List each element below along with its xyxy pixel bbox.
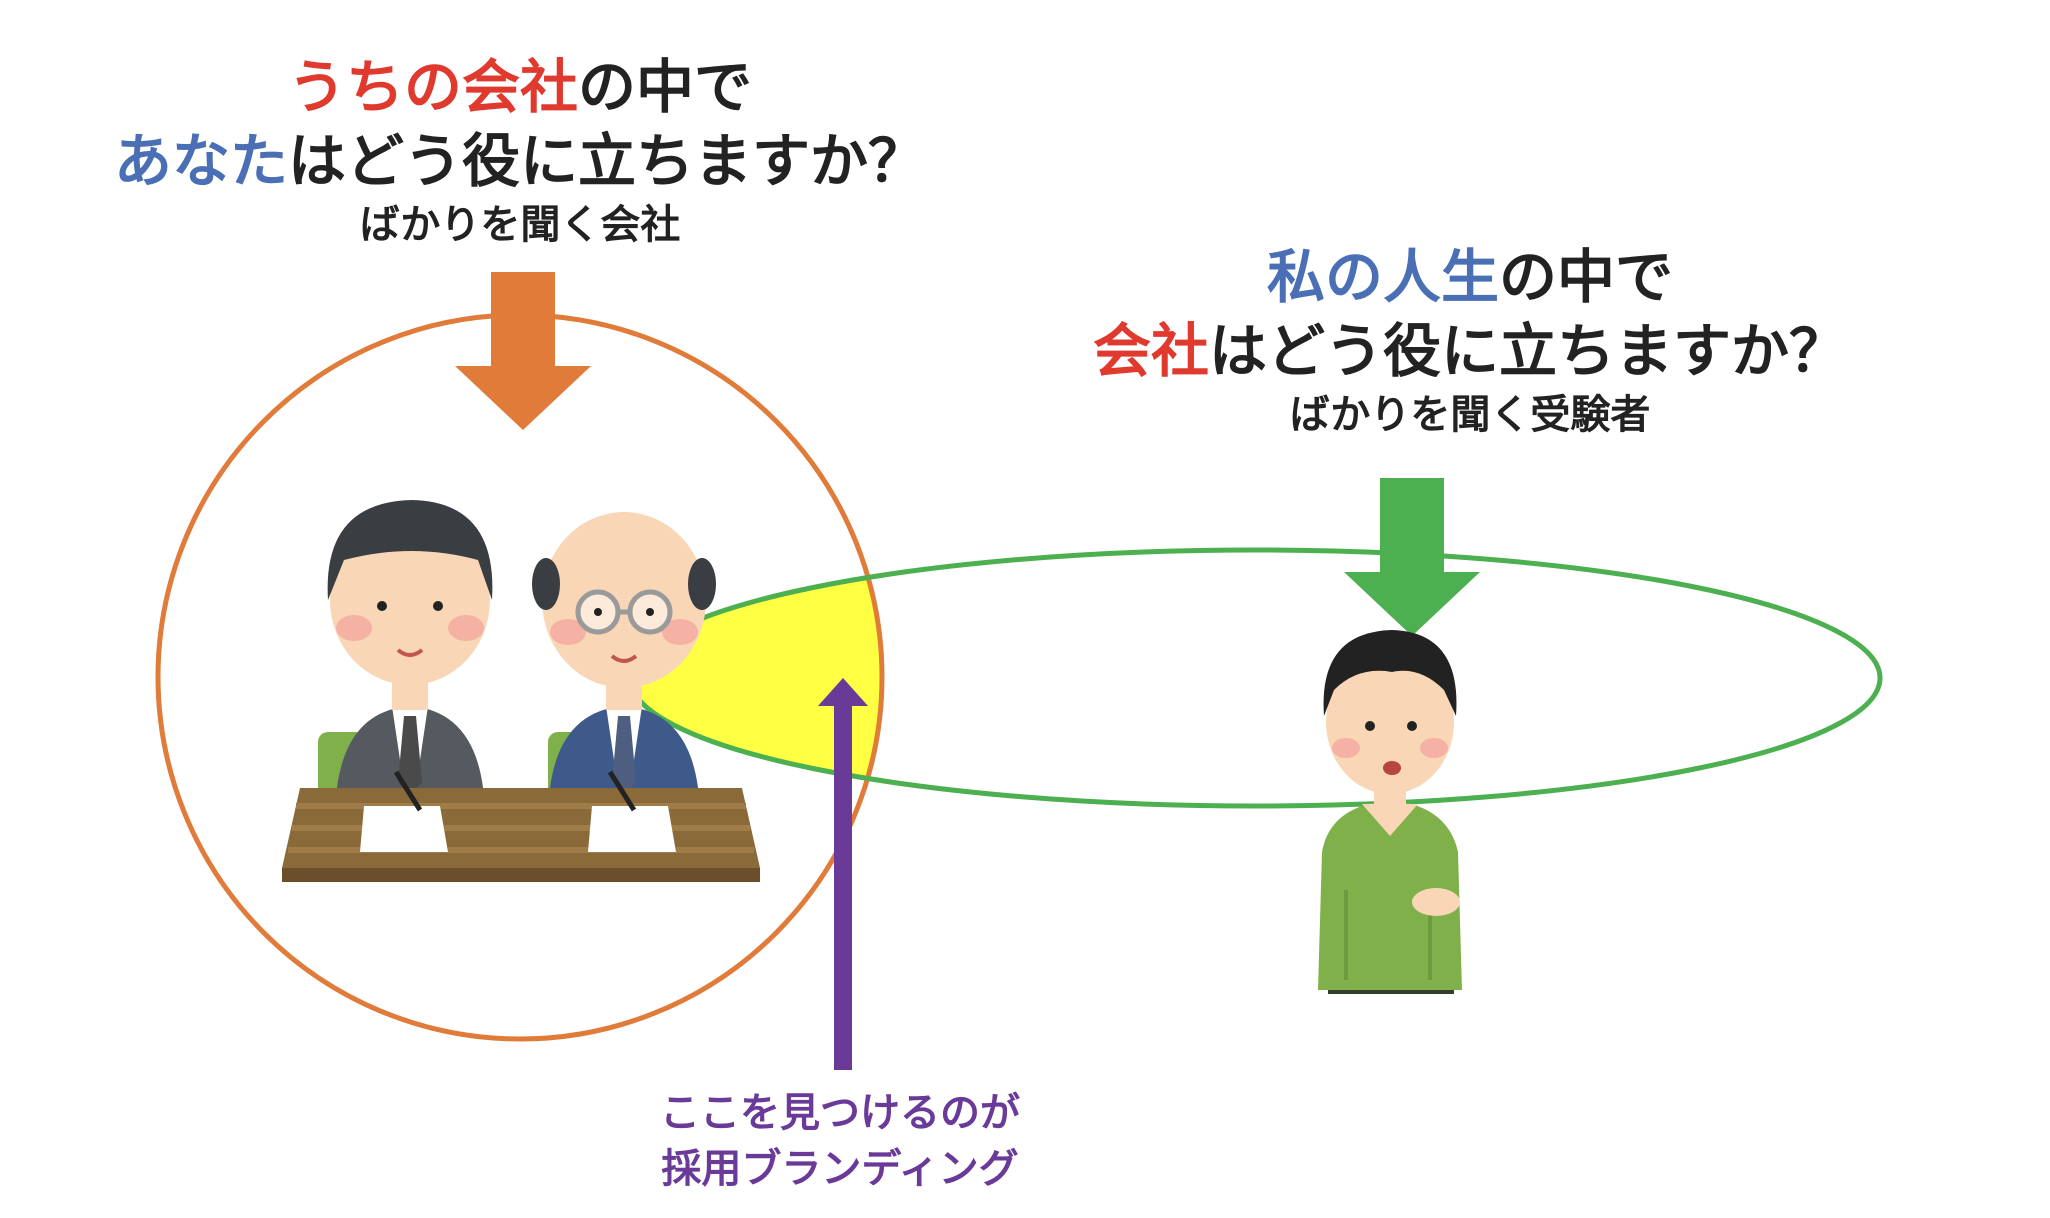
branding-caption: ここを見つけるのが 採用ブランディング	[600, 1085, 1080, 1197]
company-caption-you: あなた	[113, 127, 288, 195]
applicant-caption: 私の人生の中で 会社はどう役に立ちますか？ ばかりを聞く受験者	[950, 240, 1990, 442]
company-caption-line1: うちの会社の中で	[60, 50, 980, 124]
applicant-caption-highlight: 私の人生	[1266, 243, 1499, 311]
interviewer-icon	[327, 500, 493, 820]
applicant-caption-line2: 会社はどう役に立ちますか？	[950, 314, 1990, 388]
applicant-illustration	[1318, 630, 1462, 994]
company-caption-line2-text: はどう役に立ちますか？	[288, 127, 927, 195]
company-caption-line1-text: の中で	[578, 53, 753, 121]
orange-down-arrow	[455, 272, 591, 430]
applicant-caption-line1-text: の中で	[1499, 243, 1674, 311]
applicant-icon	[1318, 630, 1462, 994]
interviewers-illustration	[282, 500, 760, 882]
green-down-arrow	[1344, 478, 1480, 636]
company-caption-line3: ばかりを聞く会社	[359, 202, 681, 248]
purple-up-arrow	[818, 678, 868, 1070]
branding-caption-line2: 採用ブランディング	[661, 1146, 1019, 1192]
desk-icon	[282, 770, 760, 882]
applicant-caption-line3: ばかりを聞く受験者	[1289, 392, 1651, 438]
applicant-caption-line1: 私の人生の中で	[950, 240, 1990, 314]
company-caption: うちの会社の中で あなたはどう役に立ちますか？ ばかりを聞く会社	[60, 50, 980, 252]
applicant-caption-line2-text: はどう役に立ちますか？	[1209, 317, 1848, 385]
applicant-caption-company: 会社	[1092, 317, 1209, 385]
branding-caption-line1: ここを見つけるのが	[660, 1090, 1020, 1136]
company-caption-line2: あなたはどう役に立ちますか？	[60, 124, 980, 198]
company-caption-highlight: うちの会社	[287, 53, 578, 121]
